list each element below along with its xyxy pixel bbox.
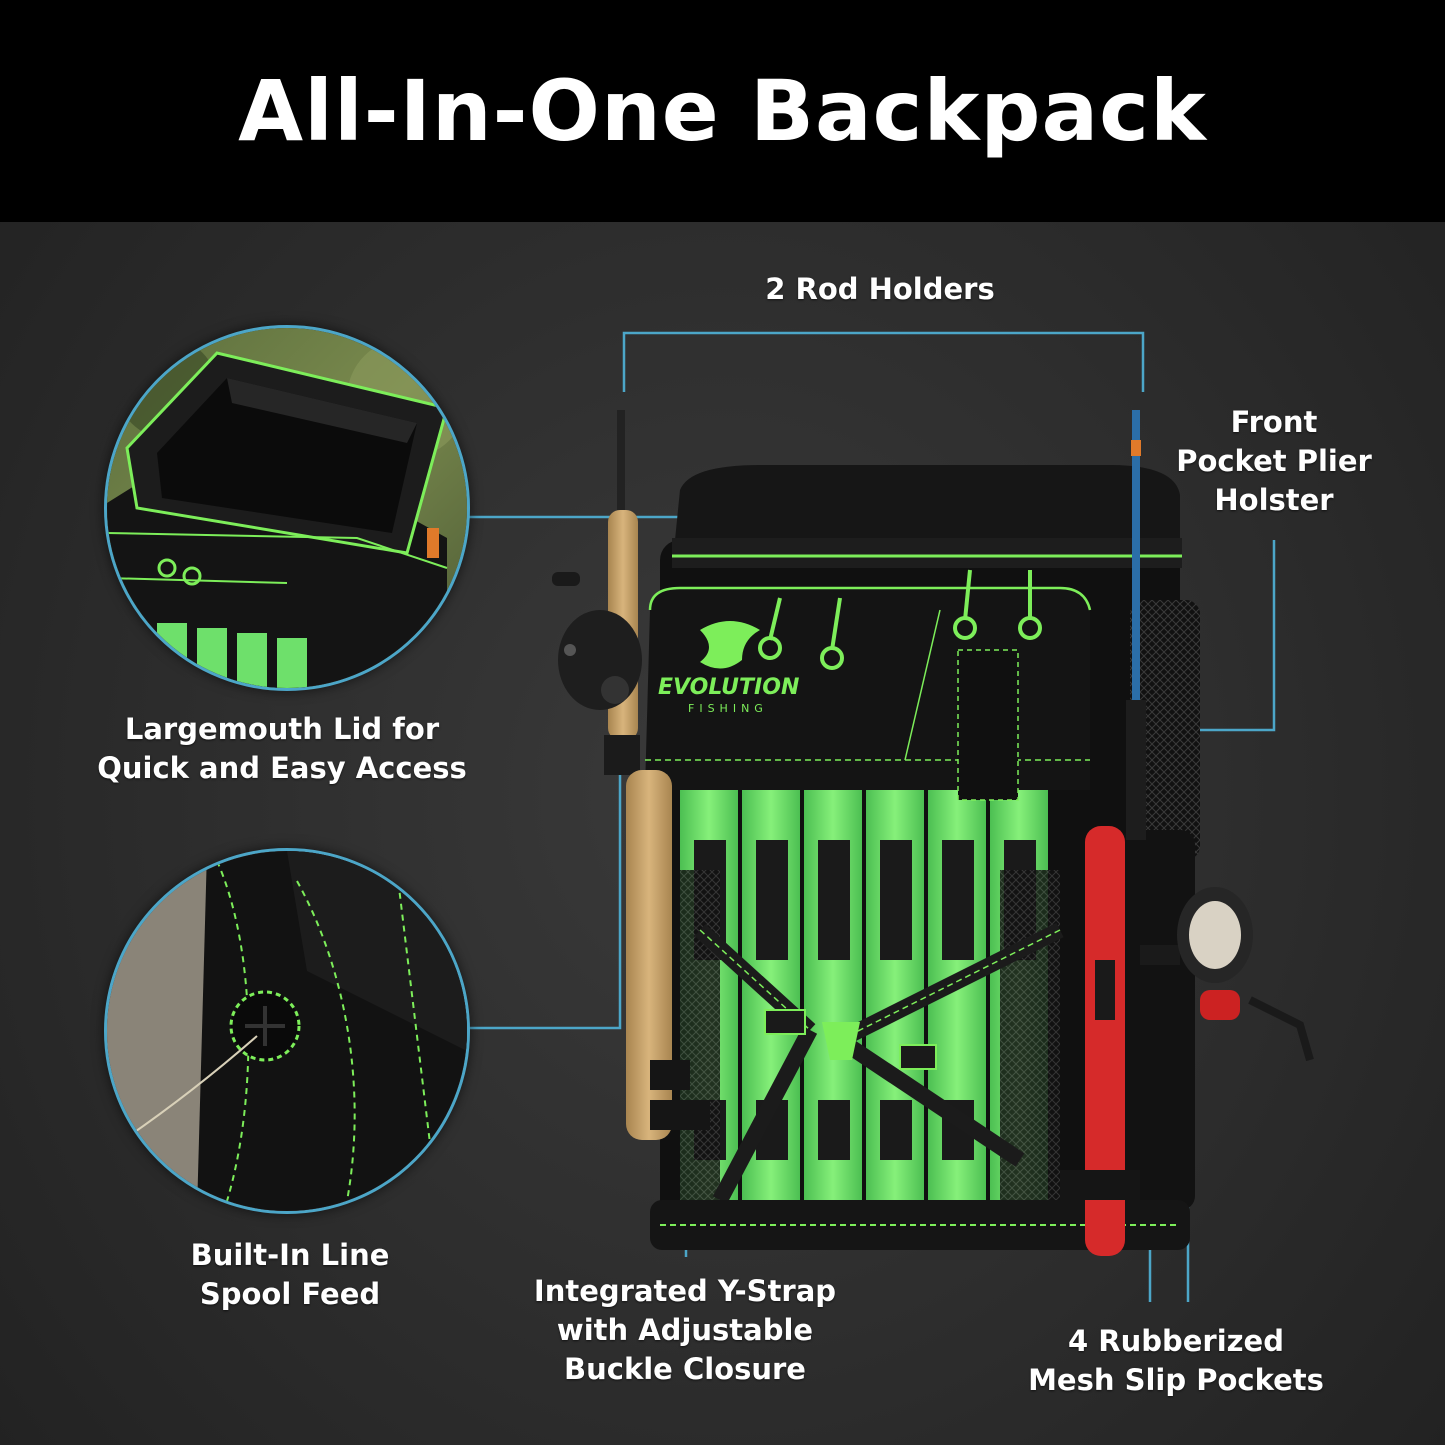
line-spool-leader xyxy=(468,705,622,1030)
title-banner: All-In-One Backpack xyxy=(0,0,1445,222)
label-rod-holders: 2 Rod Holders xyxy=(765,272,995,306)
logo-subtext: FISHING xyxy=(688,702,768,715)
side-mesh-pocket-lower xyxy=(1120,830,1195,1210)
baitcaster-reel xyxy=(552,572,642,710)
label-line-spool: Built-In Line Spool Feed xyxy=(190,1238,390,1311)
logo-text: EVOLUTION xyxy=(658,675,799,700)
plier-holster xyxy=(957,649,1019,801)
side-mesh-pocket-upper xyxy=(1130,600,1200,860)
red-eva-grip xyxy=(1085,826,1125,1256)
buckle-icon xyxy=(822,1022,860,1060)
bag-lid xyxy=(675,465,1180,540)
rod-holders-bracket xyxy=(622,331,1145,392)
largemouth-lid-circle xyxy=(104,325,470,691)
right-rod xyxy=(1085,410,1146,1256)
page-title: All-In-One Backpack xyxy=(238,62,1207,160)
label-largemouth-lid: Largemouth Lid for Quick and Easy Access xyxy=(97,712,467,785)
open-bag-illustration xyxy=(107,328,467,688)
spinning-reel xyxy=(1140,887,1314,1062)
label-plier-holster: Front Pocket Plier Holster xyxy=(1176,405,1372,517)
zipper-pulls xyxy=(758,569,1042,670)
label-mesh-pockets: 4 Rubberized Mesh Slip Pockets xyxy=(1028,1324,1324,1397)
label-y-strap: Integrated Y-Strap with Adjustable Buckl… xyxy=(533,1274,837,1386)
bass-logo-icon xyxy=(700,621,760,669)
